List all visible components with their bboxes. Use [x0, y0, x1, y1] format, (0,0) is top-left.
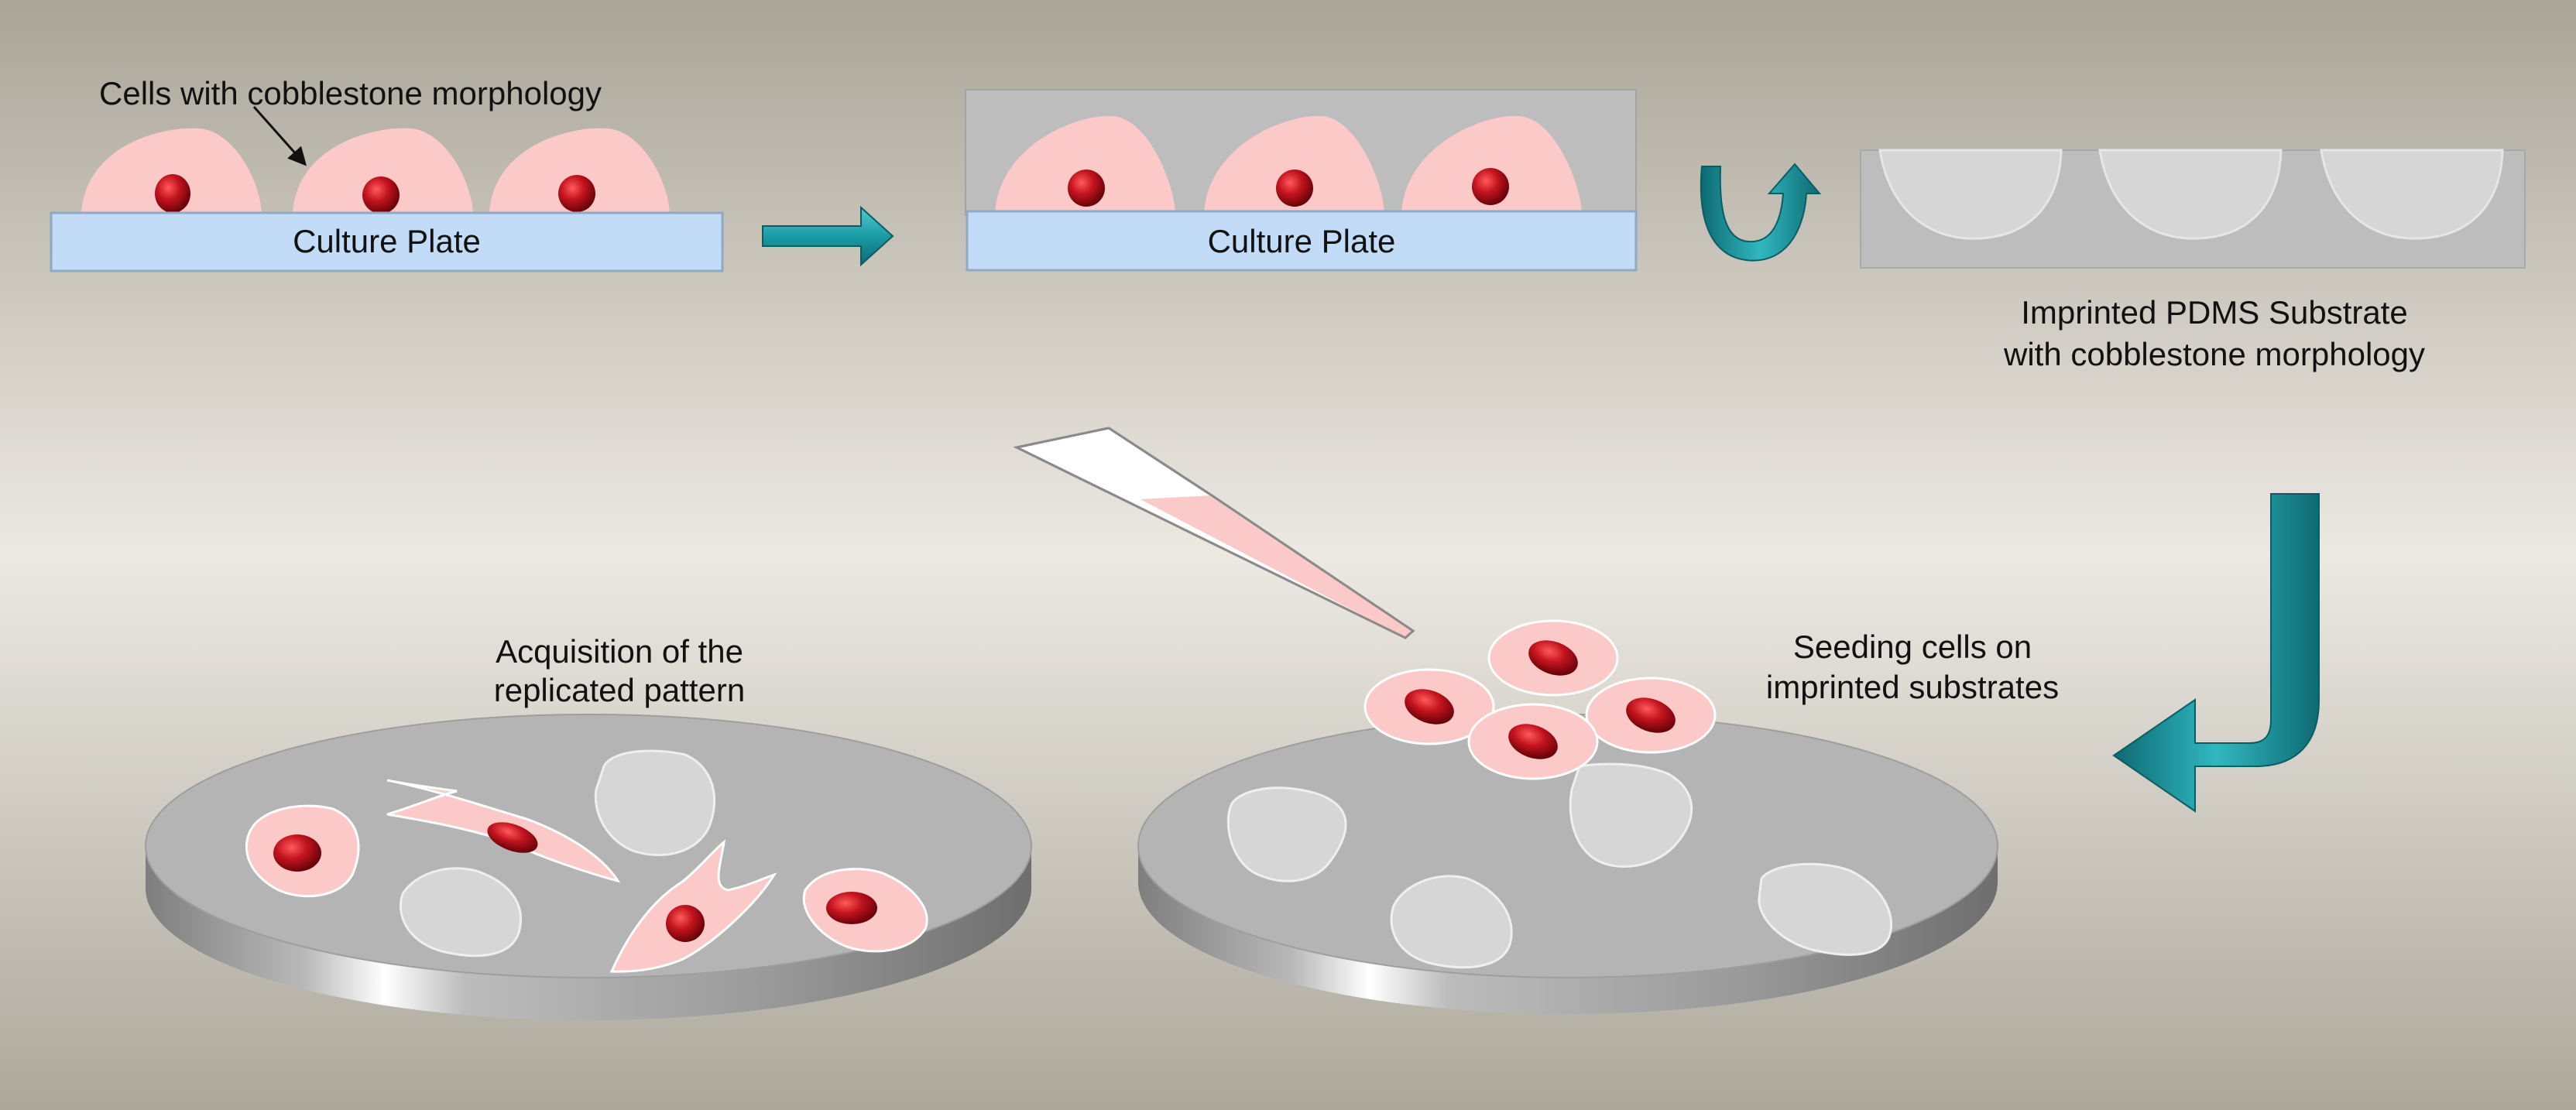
nucleus: [1405, 689, 1454, 725]
cell: [1401, 115, 1582, 212]
pipette-icon: [1013, 427, 1415, 639]
right-arrow-icon: [762, 205, 894, 267]
label-seeding-line1: Seeding cells on: [1792, 629, 2032, 665]
cell: [1204, 115, 1384, 212]
nucleus: [1626, 697, 1676, 733]
imprint: [1226, 786, 1347, 882]
suspended-cells: [1363, 619, 1717, 780]
nucleus: [1472, 168, 1509, 205]
imprint: [1878, 149, 2063, 240]
panel-pdms-casting: [965, 89, 1638, 272]
imprint: [2098, 149, 2283, 240]
cell: [489, 128, 670, 212]
label-seeding-line2: imprinted substrates: [1765, 669, 2060, 705]
nucleus: [1276, 170, 1313, 207]
imprint: [1758, 862, 1893, 956]
label-pdms-line2: with cobblestone morphology: [2004, 336, 2425, 372]
imprint: [399, 867, 523, 958]
panel-cells-on-plate: [50, 106, 724, 272]
pointer-arrow: [252, 106, 307, 166]
cell: [81, 128, 262, 212]
imprint: [1390, 875, 1513, 969]
label-acquisition-line1: Acquisition of the: [496, 633, 743, 670]
label-culture-plate-2: Culture Plate: [1207, 223, 1396, 259]
label-acquisition-line2: replicated pattern: [493, 672, 746, 708]
nucleus: [1508, 724, 1558, 759]
label-cells-cobblestone: Cells with cobblestone morphology: [99, 75, 602, 111]
nucleus: [1068, 170, 1105, 207]
culture-plate: [966, 210, 1638, 272]
flip-arrow-icon: [1700, 163, 1822, 262]
culture-plate: [50, 211, 724, 272]
imprint: [2320, 149, 2504, 240]
cell: [293, 128, 473, 212]
nucleus: [273, 834, 321, 872]
down-left-arrow-icon: [2112, 493, 2320, 813]
imprint: [1569, 762, 1693, 868]
dish-seeding: [1137, 714, 1998, 1014]
nucleus: [1528, 640, 1578, 676]
nucleus: [487, 822, 538, 853]
label-pdms-line1: Imprinted PDMS Substrate: [2021, 294, 2408, 331]
cell: [995, 115, 1175, 212]
nucleus: [558, 175, 595, 212]
panel-imprinted-pdms: [1860, 149, 2526, 269]
nucleus: [826, 892, 877, 924]
imprint: [594, 749, 716, 857]
nucleus: [362, 176, 400, 214]
dish-acquisition: [145, 714, 1032, 1020]
nucleus: [155, 174, 190, 213]
label-culture-plate-1: Culture Plate: [293, 223, 481, 259]
nucleus: [666, 905, 705, 942]
